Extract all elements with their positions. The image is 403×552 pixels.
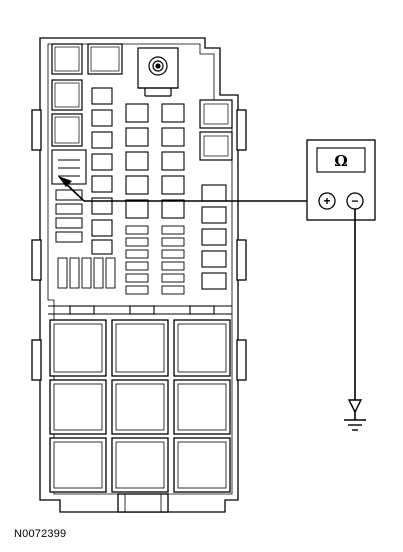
diagnostic-connector (51, 149, 87, 185)
relay-group-right (199, 99, 233, 161)
relay-grid-frame (48, 305, 232, 315)
mini-fuse-column-left (91, 87, 113, 255)
ohm-symbol: Ω (334, 152, 347, 170)
ohmmeter-display (316, 147, 366, 173)
mini-fuse-columns-center (125, 103, 185, 219)
positive-terminal-label: + (323, 194, 330, 208)
probe-arrow-icon (58, 176, 72, 187)
fuse-stack-right (201, 184, 227, 290)
large-relay-grid (49, 319, 231, 493)
fuse-stack-left (55, 189, 83, 243)
relay-group-top-left (51, 43, 123, 147)
vertical-fuse-row (57, 257, 116, 289)
positive-terminal (318, 192, 336, 210)
bolt-terminal (137, 47, 179, 97)
figure-reference-code: N0072399 (14, 528, 67, 540)
ohmmeter: Ω + − (306, 139, 376, 221)
ground-symbol-icon (344, 399, 366, 431)
blade-fuse-array (125, 225, 185, 295)
negative-terminal-label: − (351, 194, 358, 208)
